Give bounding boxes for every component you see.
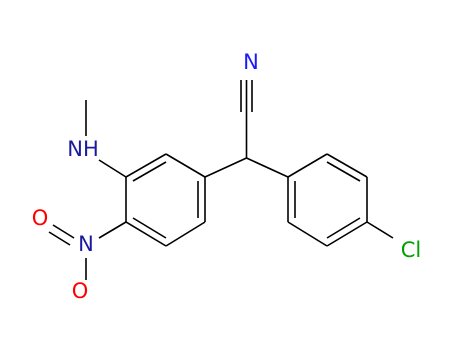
nitrile-triple-bond [240, 80, 253, 158]
nitro-group: N O O [32, 206, 127, 303]
left-ring-double-1 [132, 161, 167, 182]
left-ring-bond-4 [125, 221, 167, 247]
right-ring-bond-5 [287, 221, 328, 247]
right-ring-double-1 [326, 161, 361, 182]
methylamino-group: NH [67, 100, 127, 178]
right-ring-double-2 [326, 217, 361, 239]
left-ring-bond-1 [165, 153, 206, 178]
nitrile-n-label: N [243, 50, 259, 74]
left-ring-bond-2 [125, 153, 167, 178]
ch-to-left-ring-bond [204, 157, 247, 178]
ring-to-cl-bond [366, 221, 394, 239]
ch-to-right-ring-bond [246, 157, 289, 178]
nitro-n-label: N [78, 232, 94, 256]
right-ring-bond-2 [326, 153, 368, 178]
left-ring-double-2 [132, 217, 167, 239]
nitro-n-to-o1-bond-double [48, 231, 71, 246]
right-benzene-ring [287, 153, 368, 247]
amine-nh-label: NH [67, 137, 99, 161]
nitro-o2-label: O [72, 279, 89, 303]
nitro-n-to-o1-bond [52, 224, 75, 239]
ring-to-nitro-bond [98, 221, 127, 239]
right-ring-bond-1 [287, 153, 328, 178]
chlorine-label: Cl [401, 238, 422, 262]
ring-to-nh-bond [98, 159, 127, 178]
nitro-o1-label: O [32, 206, 49, 230]
right-ring-bond-4 [326, 221, 368, 247]
left-ring-bond-5 [165, 221, 206, 247]
left-benzene-ring [125, 153, 206, 247]
